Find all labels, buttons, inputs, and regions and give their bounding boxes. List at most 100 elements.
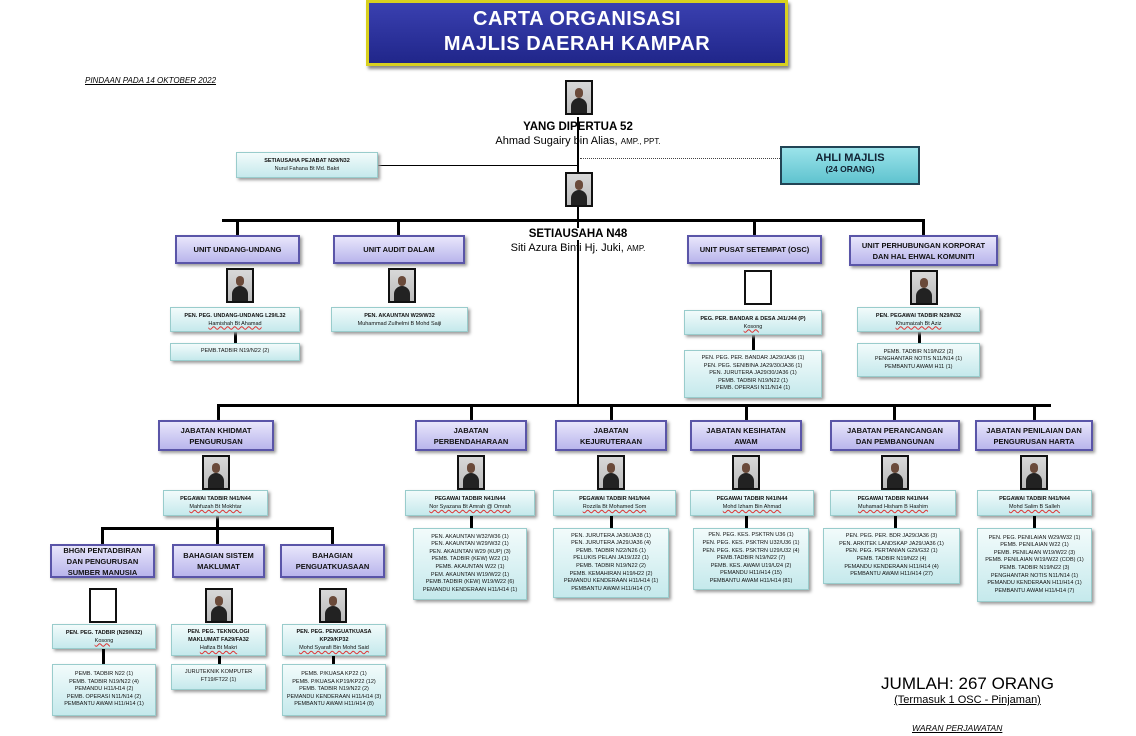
head-role: PEGAWAI TADBIR N41/N44: [857, 496, 929, 502]
connector: [378, 165, 578, 166]
staff-line: PEMBANTU AWAM H11/H14 (1): [64, 701, 144, 708]
staff-line: PEMB. TADBIR N19/N22 (2): [299, 686, 369, 693]
staff-box: PEN. AKAUNTAN W32/W36 (1)PEN. AKAUNTAN W…: [413, 528, 527, 600]
connector: [745, 404, 748, 420]
staff-line: PEMANDU H11/H14 (15): [720, 570, 782, 577]
connector: [893, 404, 896, 420]
department-box: JABATAN KHIDMAT PENGURUSAN: [158, 420, 274, 451]
connector: [577, 117, 579, 405]
head-name: Mahfuzah Bt Mokhtar: [189, 504, 242, 510]
department-box: JABATAN KESIHATAN AWAM: [690, 420, 802, 451]
staff-box: PEN. PEG. KES. PSKTRN U36 (1) PEN. PEG. K…: [693, 528, 809, 590]
ahli-majlis-box: AHLI MAJLIS(24 ORANG): [780, 146, 920, 185]
connector: [397, 219, 400, 235]
staff-line: PEMB. PENILAIAN W22 (1): [1000, 542, 1069, 549]
staff-line: PEN. AKAUNTAN W32/W36 (1): [431, 533, 509, 540]
connector: [236, 219, 239, 235]
head-name: Mohd Salim B Salleh: [1008, 504, 1061, 510]
yang-dipertua-name: Ahmad Sugairy bin Alias, AMP., PPT.: [495, 135, 661, 147]
staff-box: PEN. PEG. PER. BANDAR JA29/JA36 (1)PEN. …: [684, 350, 822, 398]
staff-box: PEN. PEG. PENILAIAN W29/W32 (1)PEMB. PEN…: [977, 528, 1092, 602]
staff-line: PEN. PEG. PENILAIAN W29/W32 (1): [988, 534, 1081, 541]
connector: [580, 158, 780, 159]
connector: [216, 516, 219, 528]
connector: [1033, 404, 1036, 420]
staff-line: PEMB. P/KUASA KP19/KP22 (12): [292, 678, 376, 685]
staff-line: PEMB. PENILAIAN W19/W22 (COB) (1): [985, 557, 1084, 564]
staff-line: PEMB. TADBIR N22/N26 (1): [576, 547, 646, 554]
person-photo: [388, 268, 416, 303]
setiausaha-role: SETIAUSAHA N48: [428, 228, 728, 240]
staff-line: PEMB.TADBIR (KEW) W19/W22 (6): [425, 579, 515, 586]
unit-osc: UNIT PUSAT SETEMPAT (OSC): [687, 235, 822, 264]
staff-line: PEN. PEG. PERTANIAN G29/G32 (1): [845, 548, 938, 555]
connector: [470, 516, 473, 528]
division-box: BAHAGIAN PENGUATKUASAAN: [280, 544, 385, 578]
staff-line: PEMANDU KENDERAAN H11/H14 (1): [987, 580, 1082, 587]
unit-audit-dalam: UNIT AUDIT DALAM: [333, 235, 465, 264]
staff-line: PEMB. TADBIR N19/N22 (1): [718, 377, 788, 384]
head-name: Muhamad Hisham B Hashim: [858, 504, 928, 510]
yang-dipertua-role: YANG DIPERTUA 52: [523, 121, 633, 133]
person-photo: [88, 588, 117, 623]
unit-undang-undang: UNIT UNDANG-UNDANG: [175, 235, 300, 264]
connector: [331, 527, 334, 544]
setiausaha-photo: [565, 172, 593, 207]
connector: [217, 656, 221, 664]
staff-line: PEMANDU KENDERAAN H11/H14 (1): [563, 578, 659, 585]
staff-line: PEMB. TADBIR N19/N22 (4): [69, 678, 139, 685]
staff-line: PEN. PEG. KES. PSKTRN U36 (1): [708, 532, 794, 539]
staff-box: JURUTEKNIK KOMPUTER FT19/FT22 (1): [171, 664, 266, 690]
staff-line: PEMBANTU AWAM H11/H14 (81): [709, 577, 793, 584]
staff-line: PELUKIS PELAN JA19/J22 (1): [573, 555, 649, 562]
unit-perhubungan-korporat: UNIT PERHUBUNGAN KORPORAT DAN HAL EHWAL …: [849, 235, 998, 266]
connector: [217, 404, 1051, 407]
connector: [894, 516, 897, 528]
person-photo: [910, 270, 938, 305]
division-head-box: PEN. PEG. TADBIR (N29/N32)Kosong: [52, 624, 156, 649]
staff-line: PEMANDU KENDERAAN H11/H14 (4): [844, 563, 939, 570]
staff-line: JURUTEKNIK KOMPUTER FT19/FT22 (1): [184, 669, 253, 683]
person-photo: [1020, 455, 1048, 490]
person-photo: [204, 588, 233, 623]
head-role: PEGAWAI TADBIR N41/N44: [716, 496, 788, 502]
staff-line: PEMB. TADBIR N19/N22 (2): [883, 348, 954, 355]
connector: [470, 404, 473, 420]
staff-line: PEN. PEG. PER. BANDAR JA29/JA36 (1): [701, 355, 805, 362]
department-box: JABATAN PERBENDAHARAAN: [415, 420, 527, 451]
connector: [752, 334, 755, 350]
staff-line: PEMB. OPERASI N11/N14 (2): [66, 693, 142, 700]
staff-line: PEMANDU KENDERAAN H11/H14 (1): [422, 586, 518, 593]
head-name: Mohd Izham Bin Ahmad: [722, 504, 782, 510]
staff-line: PEMB. PENILAIAN W19/W22 (3): [993, 549, 1076, 556]
staff-box: PEMB. TADBIR N19/N22 (2)PENGHANTAR NOTIS…: [857, 343, 980, 377]
connector: [216, 527, 219, 544]
department-box: JABATAN KEJURUTERAAN: [555, 420, 667, 451]
head-role: PEGAWAI TADBIR N41/N44: [999, 496, 1070, 502]
staff-line: PEMB. TADBIR N19/N22 (4): [856, 556, 927, 562]
staff-box: PEMB. P/KUASA KP22 (1)PEMB. P/KUASA KP19…: [282, 664, 386, 716]
staff-line: PEN. JURUTERA JA29/JA36 (4): [571, 540, 651, 547]
staff-line: PEN. PEG. KES. PSKTRN U29/U32 (4): [702, 547, 800, 554]
staff-line: PEMB. P/KUASA KP22 (1): [301, 671, 367, 678]
staff-line: PEMB. TADBIR N22 (1): [74, 671, 134, 678]
connector: [101, 527, 104, 544]
staff-line: PEMBANTU AWAM H11/H14 (7): [994, 587, 1075, 594]
head-name: Rozzila Bt Mohamed Som: [582, 504, 647, 510]
staff-line: PEN. JURUTERA JA36/JA38 (1): [571, 532, 651, 539]
staff-line: PEMBANTU AWAM H11 (1): [884, 363, 953, 370]
staff-line: PEN. AKAUNTAN W29/W32 (1): [431, 541, 509, 548]
person-photo: [226, 268, 254, 303]
head-role: PEN. PEG. PENGUATKUASA KP29/KP32: [296, 629, 372, 643]
staff-line: PEMANDU H11/H14 (2): [74, 686, 134, 693]
connector: [222, 219, 925, 222]
staff-line: PEN. ARKITEK LANDSKAP JA29/JA36 (1): [839, 540, 944, 547]
